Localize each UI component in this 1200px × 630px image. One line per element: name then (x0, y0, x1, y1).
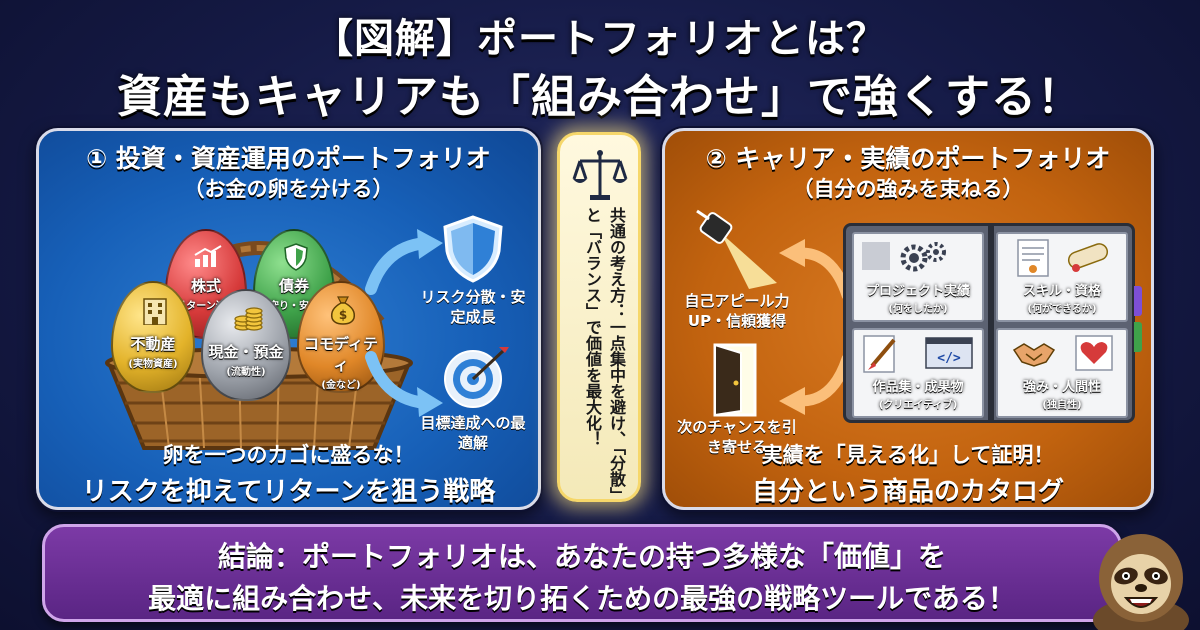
money-bag-icon: $ (330, 296, 356, 325)
portfolio-binder: プロジェクト実績 (何をしたか) スキル・資格 (何ができるか) </> (843, 223, 1142, 423)
commodity-label: コモディティ (304, 335, 378, 374)
shield-icon (284, 243, 308, 271)
stocks-sub: (リターン追求) (171, 301, 241, 312)
investment-panel-subtitle: （お金の卵を分ける） (183, 177, 394, 201)
curved-arrow-icon (779, 353, 853, 415)
gears-icon (900, 242, 946, 272)
conclusion-banner: 結論：ポートフォリオは、あなたの持つ多様な「価値」を 最適に組み合わせ、未来を切… (42, 524, 1122, 622)
curved-arrow-icon (365, 351, 443, 417)
self-appeal-label: 自己アピール力UP・信頼獲得 (684, 292, 790, 330)
project-record-sub: (何をしたか) (888, 304, 948, 315)
svg-text:</>: </> (937, 351, 961, 366)
skills-label: スキル・資格 (1022, 284, 1101, 299)
conclusion-line-2: 最適に組み合わせ、未来を切り拓くための最強の戦略ツールである！ (148, 582, 1016, 615)
investment-caption-small: 卵を一つのカゴに盛るな！ (162, 443, 415, 467)
career-panel-subtitle: （自分の強みを束ねる） (792, 177, 1024, 201)
investment-panel-title: ① 投資・資産運用のポートフォリオ (86, 144, 491, 173)
curved-arrow-icon (779, 239, 853, 301)
commodity-sub: (金など) (321, 380, 361, 391)
coins-icon (234, 307, 263, 331)
works-label: 作品集・成果物 (872, 380, 964, 395)
bonds-label: 債券 (278, 277, 309, 295)
skills-doc: スキル・資格 (何ができるか) (996, 232, 1128, 322)
cash-egg: 現金・預金 (流動性) (201, 289, 291, 401)
career-caption-small: 実績を「見える化」して証明！ (761, 443, 1055, 467)
handshake-icon (1012, 343, 1056, 367)
open-door-icon (713, 343, 757, 417)
target-icon (444, 347, 509, 408)
strengths-sub: (独自性) (1042, 400, 1082, 411)
strengths-doc: 強み・人間性 (独自性) (996, 328, 1128, 418)
strengths-label: 強み・人間性 (1022, 380, 1101, 395)
real-estate-egg: 不動産 (実物資産) (111, 281, 195, 393)
shield-icon (443, 215, 503, 283)
next-chance-label: 次のチャンスを引き寄せる (677, 418, 797, 456)
conclusion-line-1: 結論：ポートフォリオは、あなたの持つ多様な「価値」を (217, 540, 946, 573)
paintbrush-icon (863, 335, 896, 373)
real-estate-sub: (実物資産) (128, 359, 178, 370)
project-record-doc: プロジェクト実績 (何をしたか) (852, 232, 984, 322)
real-estate-label: 不動産 (130, 335, 176, 353)
chart-up-icon (194, 245, 222, 267)
goal-achievement-label: 目標達成への最適解 (420, 414, 526, 452)
balance-scale-icon (572, 150, 628, 200)
investment-caption-big: リスクを抑えてリターンを狙う戦略 (81, 477, 496, 507)
title-line-1: 【図解】ポートフォリオとは？ (313, 16, 887, 62)
works-doc: </> 作品集・成果物 (クリエイティブ) (852, 328, 984, 418)
cash-sub: (流動性) (226, 367, 266, 378)
sloth-mascot-icon (1093, 534, 1189, 630)
cash-label: 現金・預金 (208, 343, 284, 361)
svg-text:$: $ (339, 308, 347, 322)
certificate-icon (1017, 239, 1109, 277)
stocks-label: 株式 (190, 277, 221, 295)
title-line-2: 資産もキャリアも「組み合わせ」で強くする！ (116, 70, 1083, 123)
code-window-icon: </> (925, 337, 973, 369)
skills-sub: (何ができるか) (1027, 304, 1097, 315)
works-sub: (クリエイティブ) (878, 400, 958, 411)
heart-icon (1075, 335, 1113, 371)
career-portfolio-panel: ② キャリア・実績のポートフォリオ （自分の強みを束ねる） 自己アピール力UP・… (662, 128, 1154, 510)
investment-portfolio-panel: ① 投資・資産運用のポートフォリオ （お金の卵を分ける） 株式 (リターン追求) (36, 128, 541, 510)
spotlight-icon (696, 209, 777, 289)
project-record-label: プロジェクト実績 (865, 284, 970, 299)
risk-diversification-label: リスク分散・安定成長 (420, 288, 526, 326)
bonds-sub: (守り・安定) (264, 301, 324, 312)
common-concept-text: 共通の考え方：一点集中を避け、「分散」と「バランス」で価値を最大化！ (583, 207, 626, 495)
commodity-egg: $ コモディティ (金など) (297, 281, 385, 393)
career-caption-big: 自分という商品のカタログ (751, 477, 1064, 507)
building-icon (143, 298, 167, 325)
career-panel-title: ② キャリア・実績のポートフォリオ (705, 144, 1111, 173)
curved-arrow-icon (365, 229, 443, 295)
common-concept-pillar: 共通の考え方：一点集中を避け、「分散」と「バランス」で価値を最大化！ (557, 132, 641, 502)
